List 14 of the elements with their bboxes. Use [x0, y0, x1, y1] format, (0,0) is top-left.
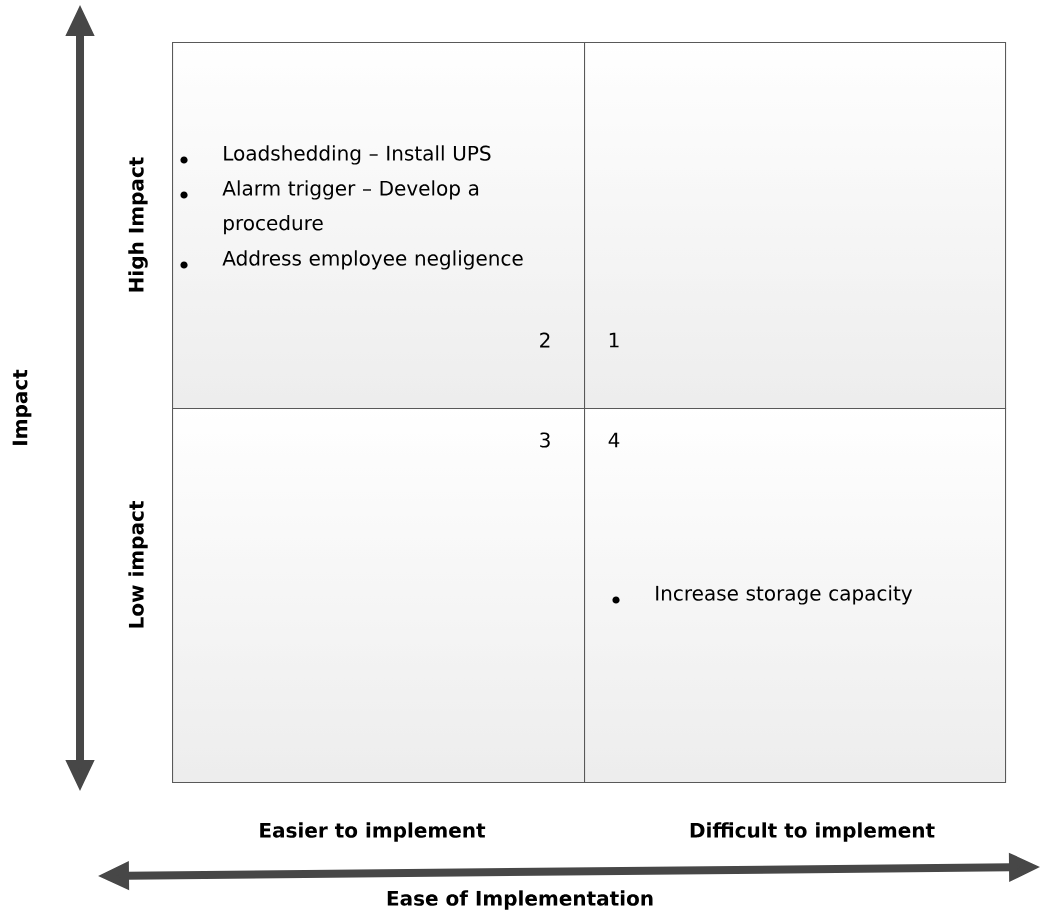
axis-label: Easier to implement: [260, 822, 486, 842]
bullet-item: Loadshedding – Install UPS: [224, 145, 491, 165]
quadrant-number: 2: [540, 332, 550, 348]
bullet-item: Alarm trigger – Develop a procedure: [222, 180, 479, 235]
quadrant-number: 3: [540, 432, 550, 448]
axis-label: High Impact: [128, 157, 148, 292]
quadrant-number: 4: [608, 432, 620, 448]
bullet-item: Increase storage capacity: [656, 585, 913, 605]
axis-title: Impact: [12, 369, 32, 445]
bullet-item: Address employee negligence: [222, 250, 523, 270]
axis-label: Difficult to implement: [690, 822, 935, 842]
axis-title: Ease of Implementation: [387, 890, 653, 910]
quadrant-number: 1: [609, 332, 619, 348]
axis-label: Low impact: [128, 501, 148, 628]
